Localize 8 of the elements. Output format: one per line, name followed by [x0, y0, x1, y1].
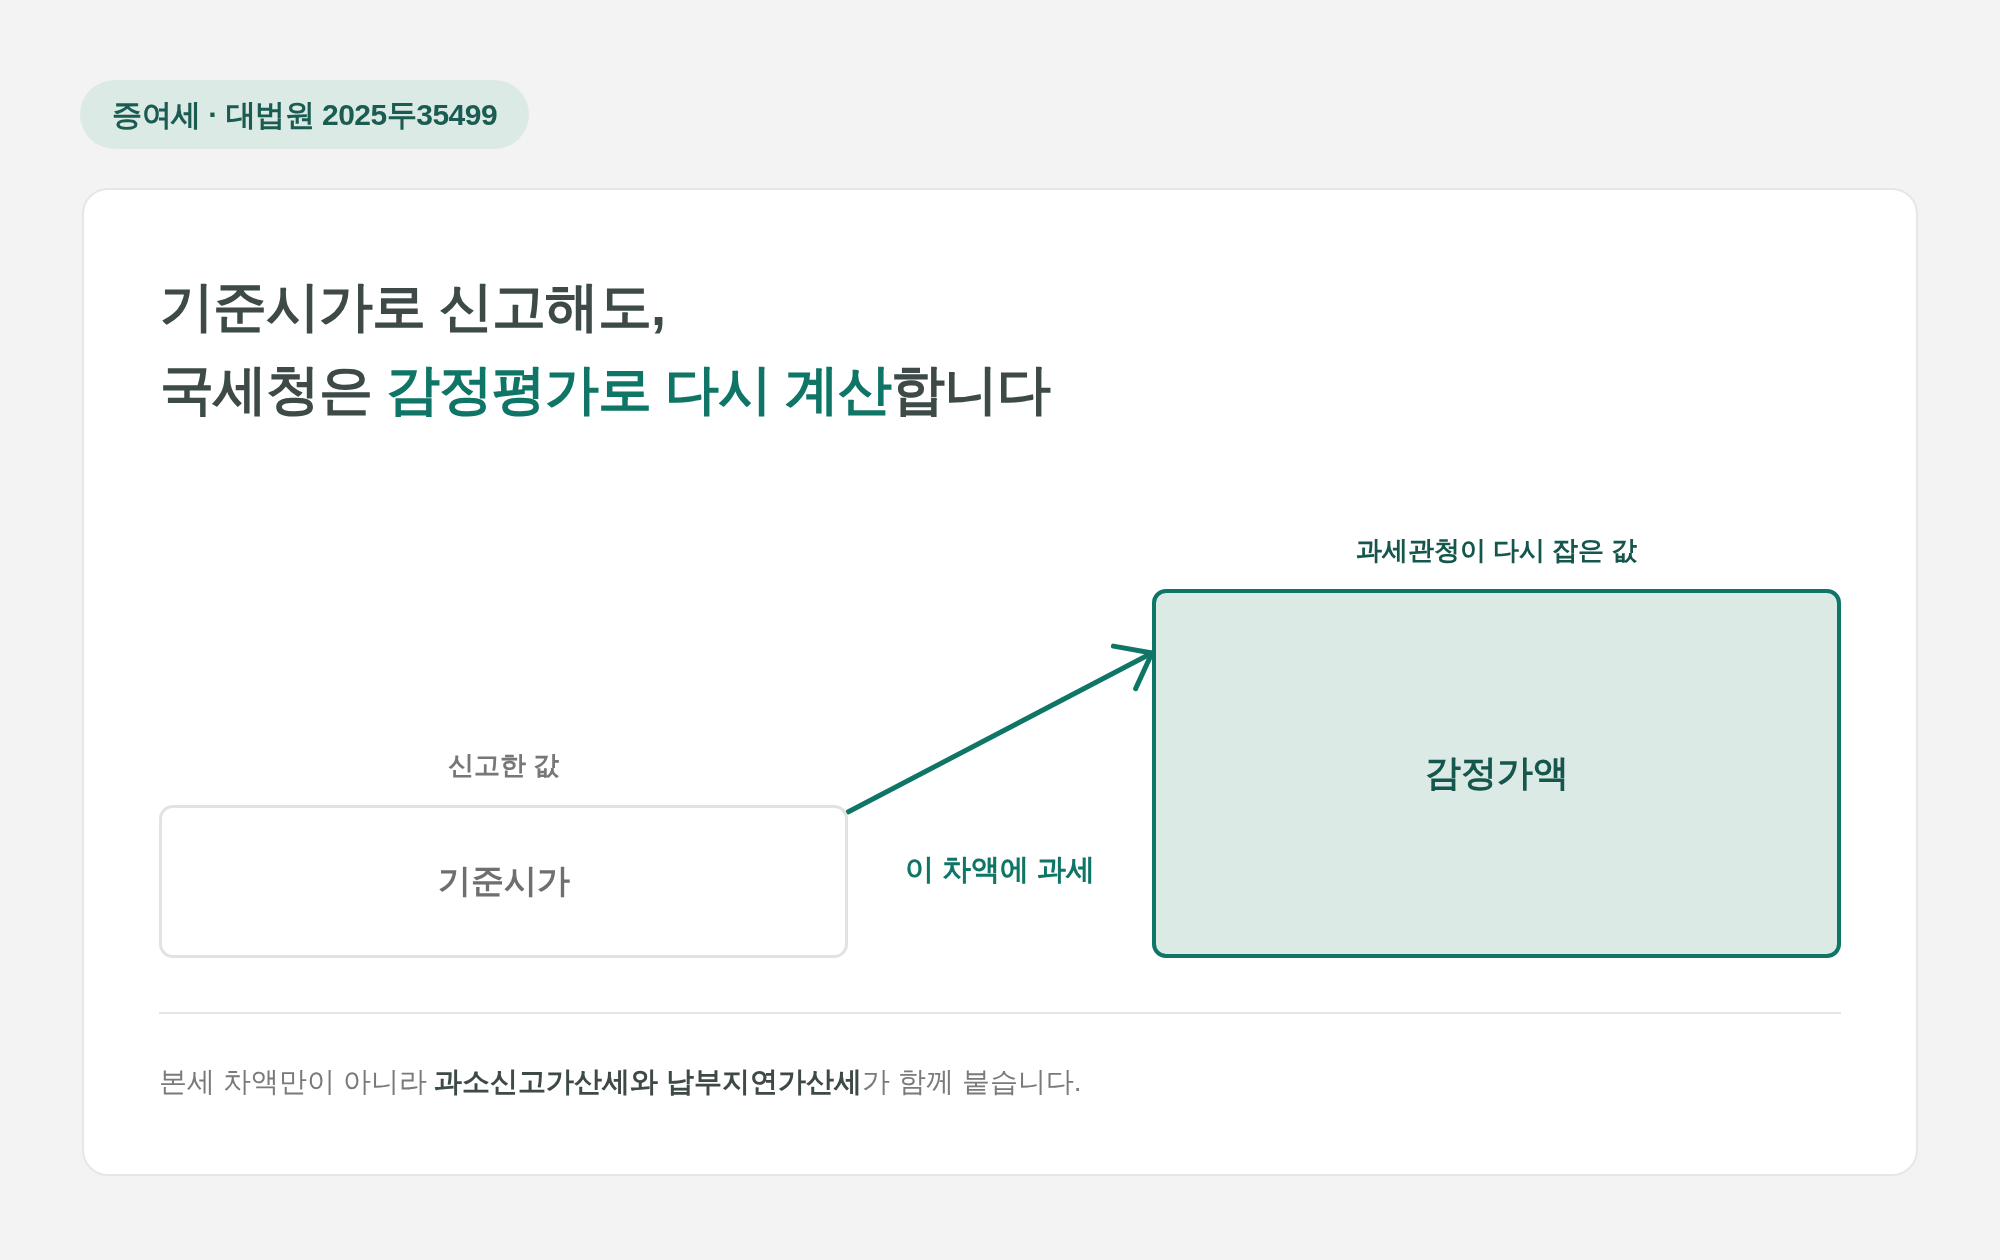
arrow [845, 643, 1155, 815]
footnote-text: 본세 차액만이 아니라 과소신고가산세와 납부지연가산세가 함께 붙습니다. [159, 1065, 1082, 1099]
box-heading: 과세관청이 다시 잡은 값 [1355, 535, 1638, 565]
headline: 기준시가로 신고해도, 국세청은 감정평가로 다시 계산합니다 [160, 275, 1051, 421]
box-heading: 신고한 값 [447, 750, 560, 780]
value-label: 감정가액 [1424, 751, 1569, 795]
value-label: 기준시가 [437, 861, 570, 901]
case-tag: 증여세 · 대법원 2025두35499 [80, 80, 530, 149]
